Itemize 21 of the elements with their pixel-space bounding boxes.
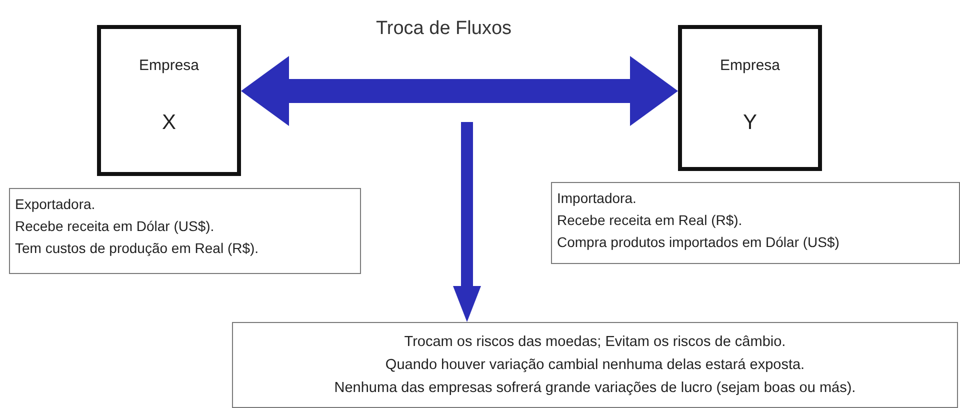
result-text: Quando houver variação cambial nenhuma delas estará exposta. xyxy=(385,356,805,375)
description-text: Tem custos de produção em Real (R$). xyxy=(15,239,259,258)
company-title: Empresa xyxy=(718,57,782,74)
result-text: Trocam os riscos das moedas; Evitam os riscos de câmbio. xyxy=(404,333,786,352)
arrow xyxy=(453,122,481,322)
text-box xyxy=(551,182,960,264)
result-text: Nenhuma das empresas sofrerá grande variações de lucro (sejam boas ou más). xyxy=(334,379,856,398)
description-text: Importadora. xyxy=(557,189,636,208)
company-box xyxy=(678,25,822,171)
company-box xyxy=(97,25,241,176)
company-letter: Y xyxy=(742,111,758,135)
double-arrow xyxy=(241,56,678,126)
company-letter: X xyxy=(160,111,177,135)
edge-label: Troca de Fluxos xyxy=(376,18,512,40)
company-title: Empresa xyxy=(138,57,200,74)
description-text: Recebe receita em Dólar (US$). xyxy=(15,217,214,236)
description-text: Recebe receita em Real (R$). xyxy=(557,211,742,230)
text-box xyxy=(232,322,958,408)
description-text: Compra produtos importados em Dólar (US$) xyxy=(557,233,840,252)
text-box xyxy=(9,188,361,274)
description-text: Exportadora. xyxy=(15,195,96,214)
